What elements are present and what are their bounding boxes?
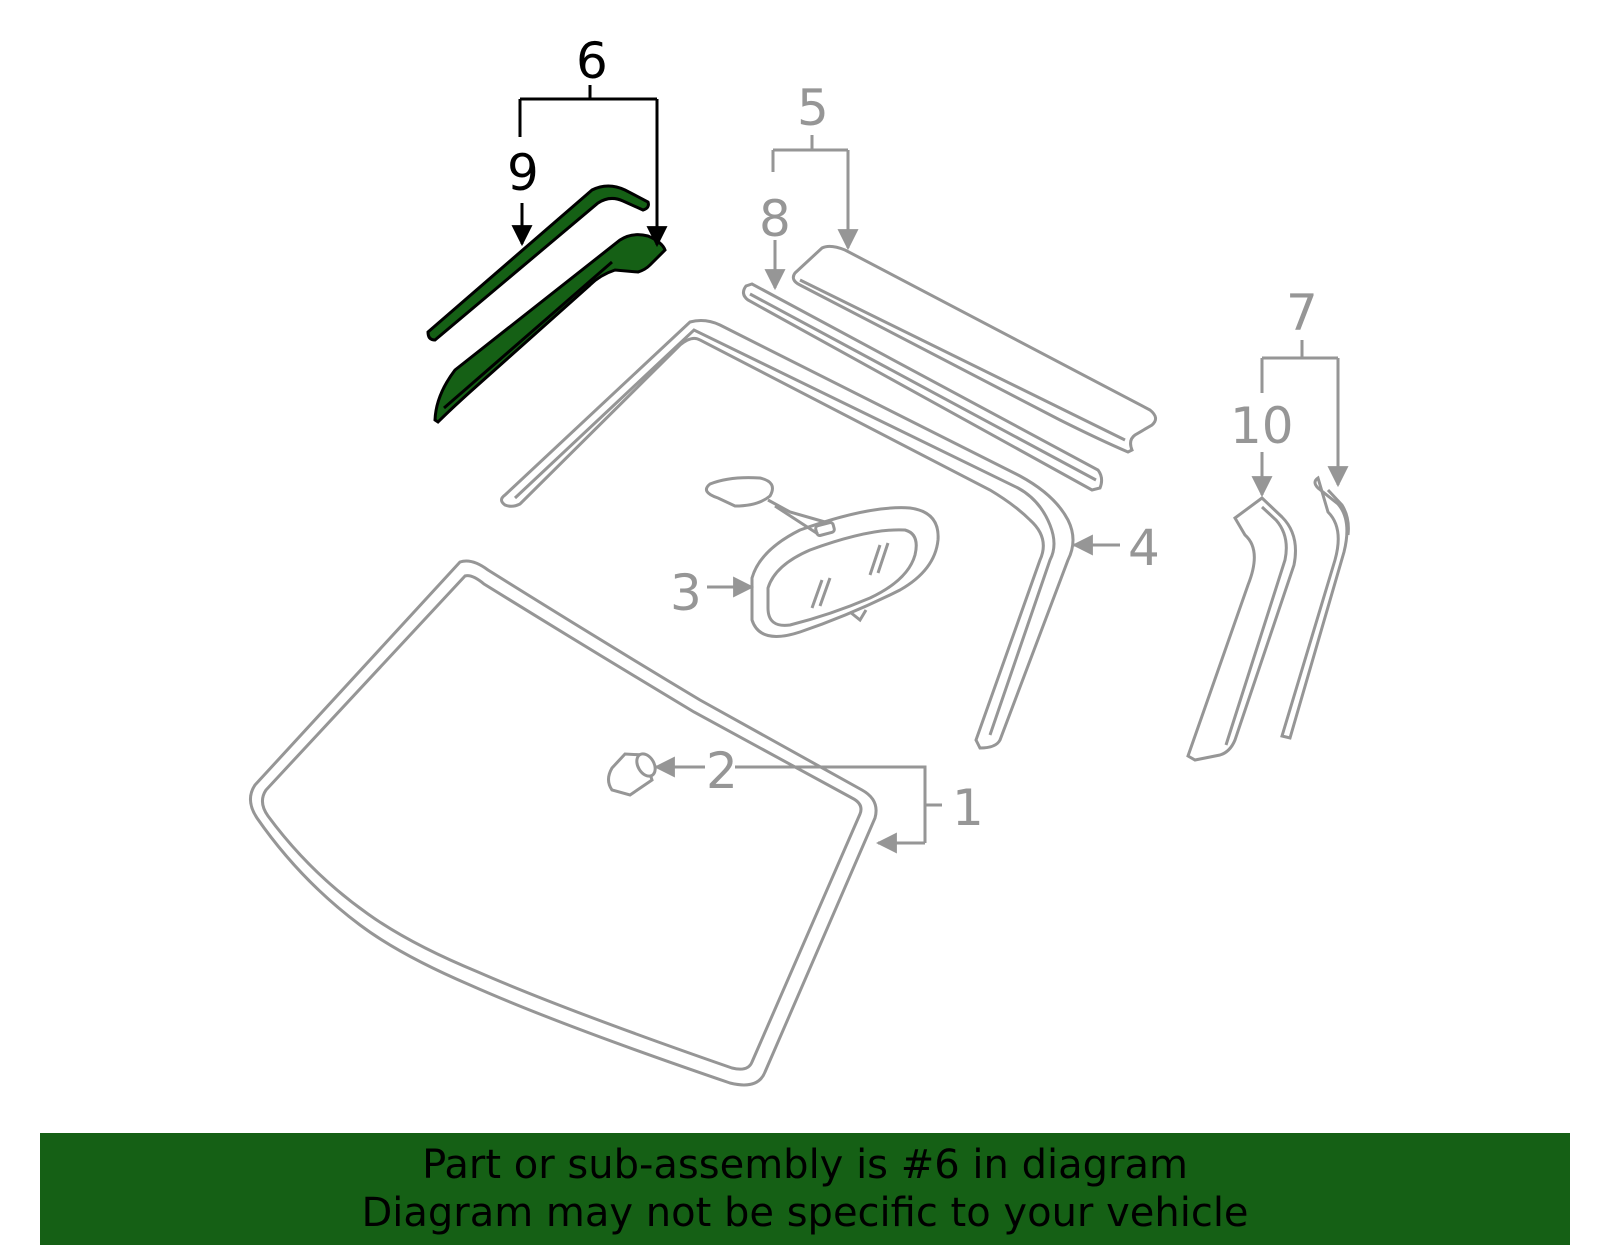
callout-1: 1 <box>952 779 984 837</box>
callout-9: 9 <box>507 144 539 202</box>
pillar-garnish-part <box>1186 475 1350 762</box>
callout-8: 8 <box>759 190 791 248</box>
callout-5: 5 <box>797 79 829 137</box>
callout-leaders <box>511 85 1349 854</box>
roof-trim-part <box>791 244 1157 454</box>
rearview-mirror-part <box>704 476 940 638</box>
windshield-glass-part <box>249 559 878 1087</box>
callout-6: 6 <box>576 32 608 90</box>
callout-3: 3 <box>670 564 702 622</box>
callout-7: 7 <box>1286 284 1318 342</box>
roof-seal-strip-part <box>741 282 1104 492</box>
footer-banner: Part or sub-assembly is #6 in diagram Di… <box>40 1133 1570 1245</box>
footer-line-disclaimer: Diagram may not be specific to your vehi… <box>361 1190 1249 1236</box>
callout-10: 10 <box>1230 397 1294 455</box>
highlighted-pillar-garnish-part <box>433 233 667 424</box>
footer-line-part-number: Part or sub-assembly is #6 in diagram <box>422 1142 1188 1188</box>
sensor-clip-part <box>607 752 657 797</box>
callout-2: 2 <box>706 742 738 800</box>
callout-4: 4 <box>1128 519 1160 577</box>
highlighted-molding-strip-part <box>426 184 650 342</box>
windshield-molding-part <box>500 319 1075 750</box>
